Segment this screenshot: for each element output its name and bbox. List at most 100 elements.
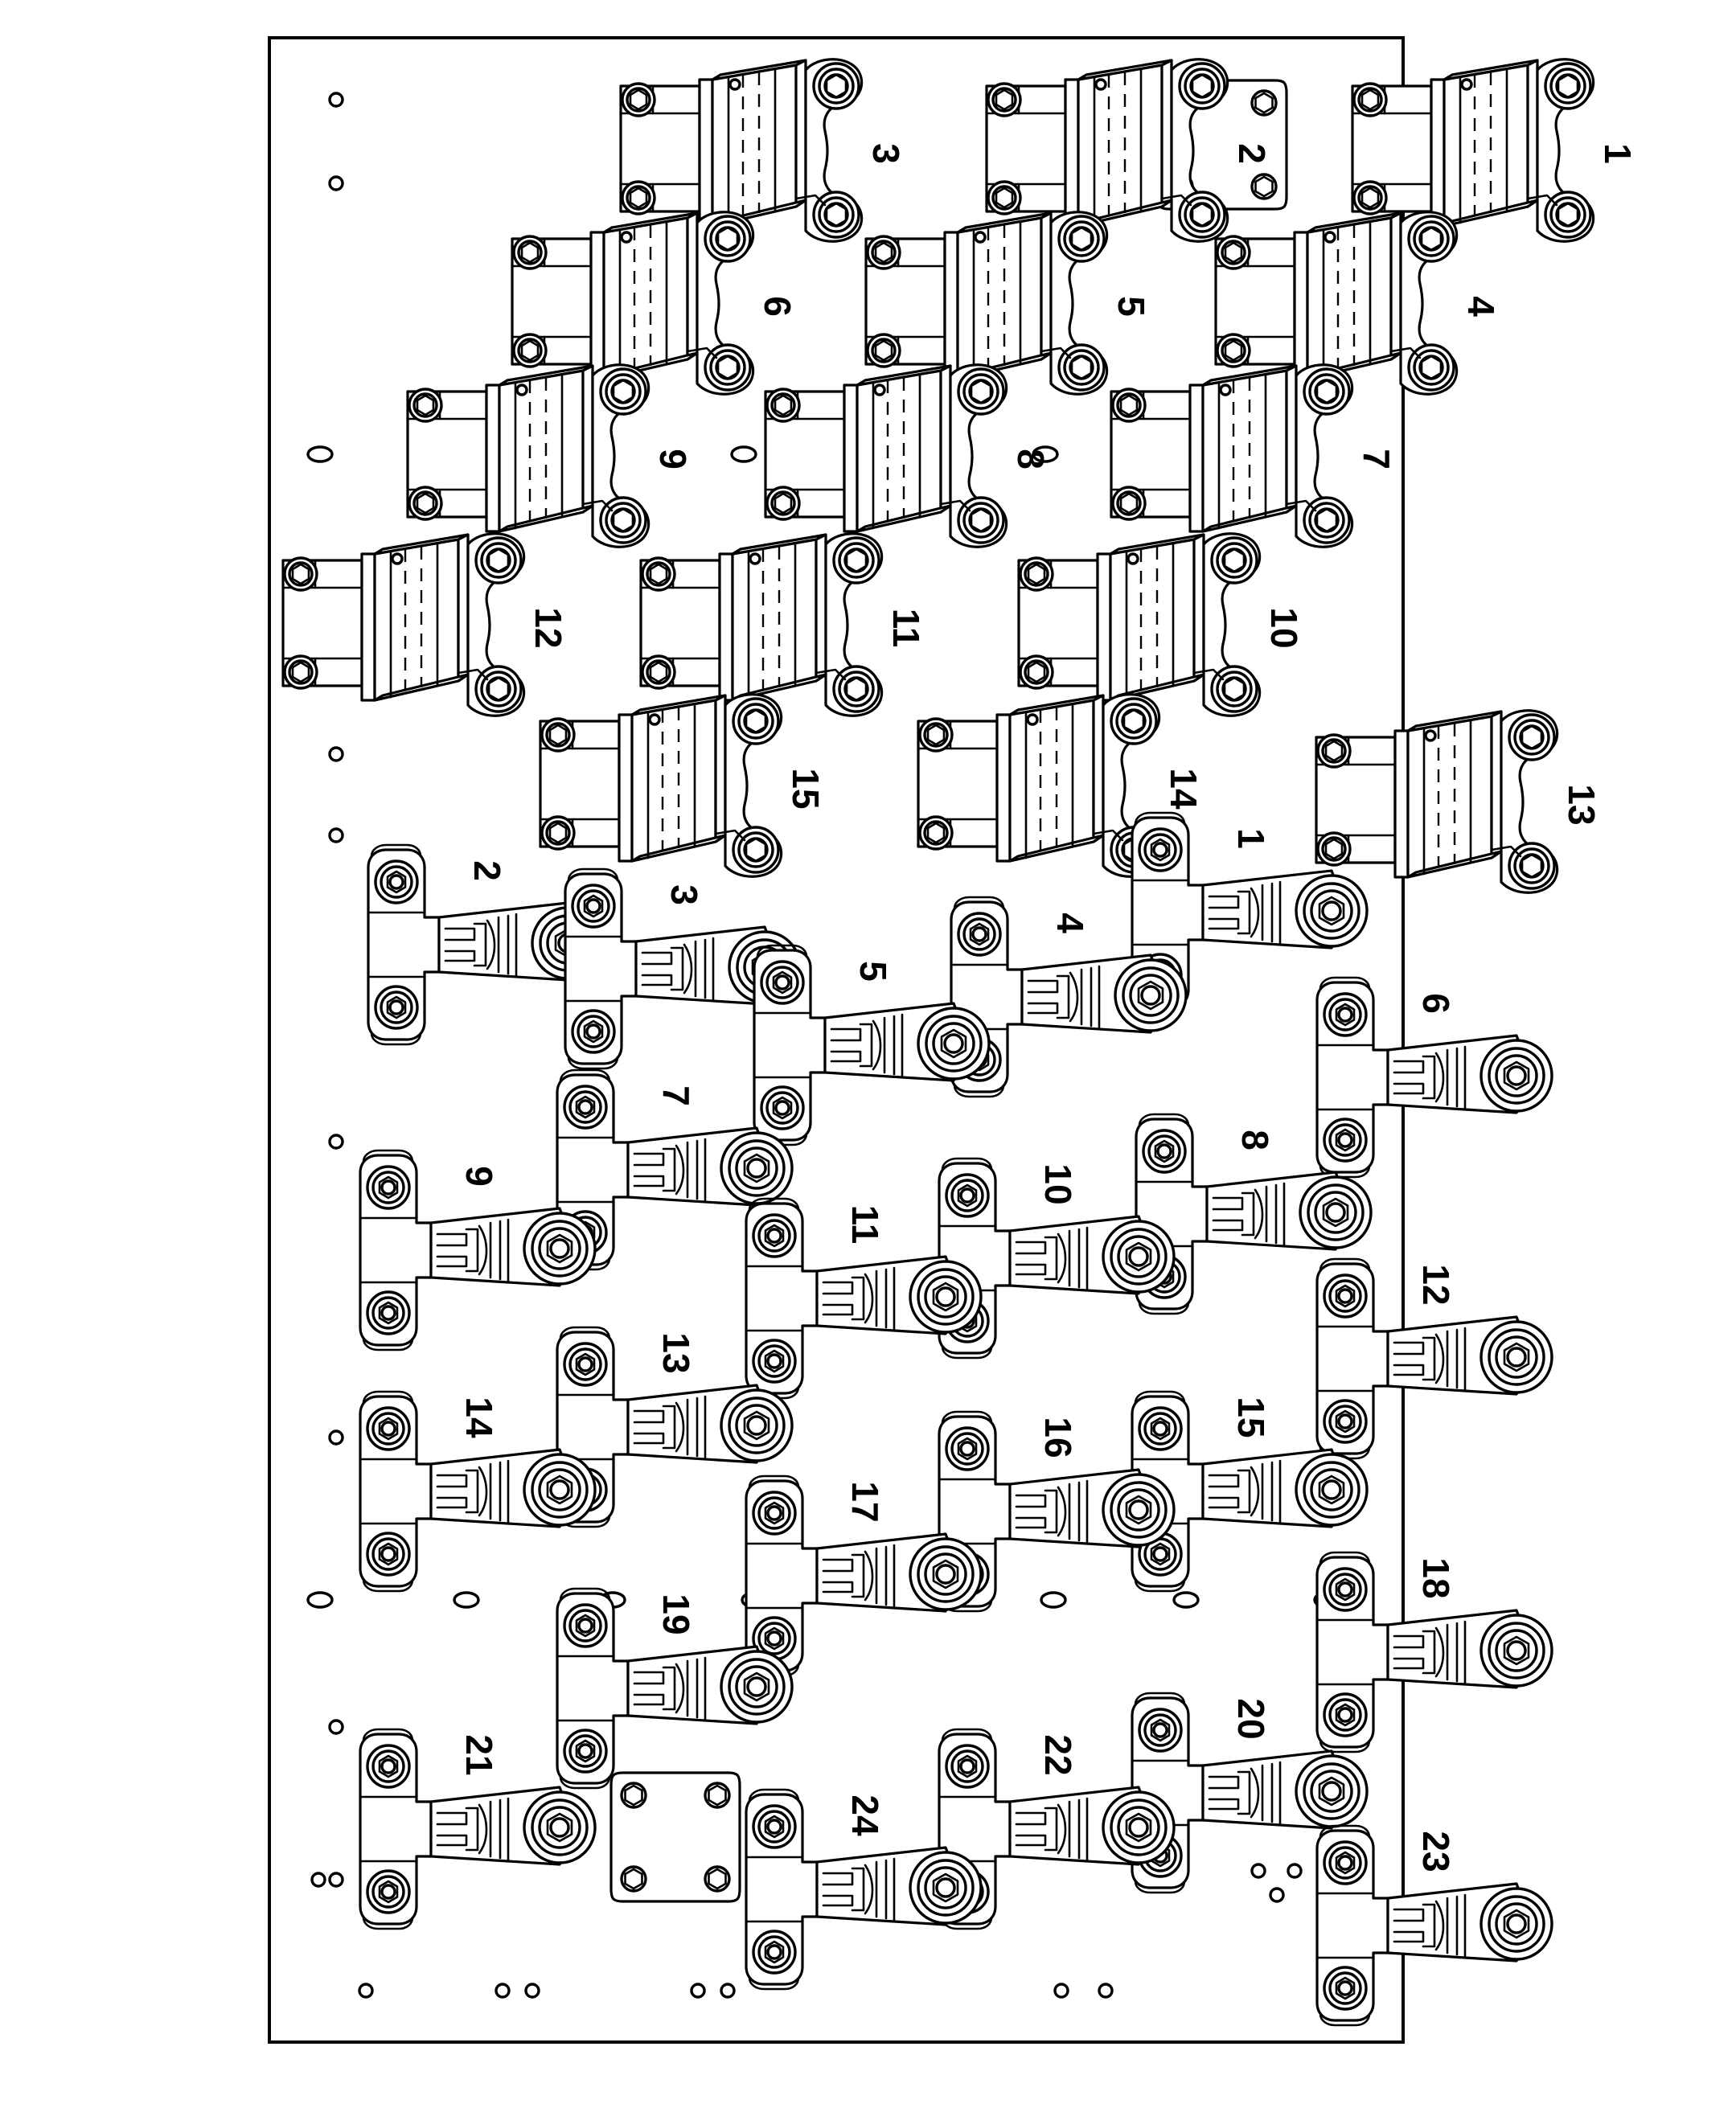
hinge-balloon-label: 10: [1037, 1163, 1079, 1204]
rail-block-bracket[interactable]: 14: [917, 693, 1205, 878]
t-hinge-link[interactable]: 9: [359, 1149, 597, 1351]
bracket-balloon-label: 14: [1163, 768, 1205, 810]
t-hinge-link[interactable]: 7: [556, 1068, 794, 1271]
hinge-balloon-label: 18: [1415, 1557, 1457, 1598]
hinge-balloon-label: 12: [1415, 1264, 1457, 1305]
round-hole: [310, 1872, 326, 1888]
rail-block-bracket[interactable]: 12: [281, 532, 569, 717]
rail-block-bracket[interactable]: 4: [1214, 211, 1502, 396]
rail-block-bracket[interactable]: 13: [1315, 709, 1603, 894]
bracket-balloon-label: 12: [527, 607, 569, 648]
t-hinge-link[interactable]: 17: [745, 1474, 983, 1677]
hinge-balloon-label: 22: [1037, 1734, 1079, 1775]
round-hole: [328, 175, 344, 191]
round-hole: [328, 1134, 344, 1150]
t-hinge-link[interactable]: 4: [950, 896, 1188, 1098]
hinge-balloon-label: 9: [458, 1166, 500, 1187]
rail-block-bracket[interactable]: 3: [619, 58, 907, 243]
hinge-balloon-label: 7: [655, 1085, 697, 1106]
bracket-balloon-label: 13: [1561, 784, 1603, 825]
t-hinge-link[interactable]: 18: [1315, 1551, 1553, 1753]
round-hole: [358, 1983, 374, 1999]
bracket-balloon-label: 3: [865, 143, 907, 164]
t-hinge-link[interactable]: 2: [367, 843, 605, 1046]
hinge-balloon-label: 14: [458, 1397, 500, 1438]
t-hinge-link[interactable]: 14: [359, 1390, 597, 1593]
bracket-balloon-label: 1: [1597, 143, 1639, 164]
round-hole: [690, 1983, 706, 1999]
t-hinge-link[interactable]: 8: [1135, 1113, 1373, 1315]
round-hole: [328, 1872, 344, 1888]
t-hinge-link[interactable]: 1: [1131, 811, 1369, 1014]
round-hole: [524, 1983, 540, 1999]
slot-hole: [306, 1591, 334, 1609]
t-hinge-link[interactable]: 16: [938, 1410, 1176, 1613]
t-hinge-link[interactable]: 13: [556, 1326, 794, 1528]
t-hinge-link[interactable]: 19: [556, 1587, 794, 1790]
hinge-balloon-label: 11: [844, 1205, 886, 1245]
bracket-balloon-label: 2: [1231, 143, 1273, 164]
round-hole: [1053, 1983, 1069, 1999]
hinge-balloon-label: 1: [1230, 828, 1272, 849]
hinge-balloon-label: 19: [655, 1593, 697, 1634]
hinge-balloon-label: 16: [1037, 1417, 1079, 1458]
hinge-balloon-label: 13: [655, 1332, 697, 1373]
hinge-balloon-label: 20: [1230, 1698, 1272, 1739]
hinge-balloon-label: 2: [466, 860, 508, 881]
t-hinge-link[interactable]: 15: [1131, 1390, 1369, 1593]
bracket-balloon-label: 7: [1356, 449, 1397, 470]
round-hole: [1250, 1863, 1266, 1879]
hinge-balloon-label: 8: [1234, 1130, 1276, 1150]
slot-hole: [1172, 1591, 1200, 1609]
rail-block-bracket[interactable]: 9: [406, 363, 694, 548]
t-hinge-link[interactable]: 5: [753, 944, 991, 1146]
slot-hole: [306, 445, 334, 463]
round-hole: [495, 1983, 511, 1999]
t-hinge-link[interactable]: 23: [1315, 1824, 1553, 2027]
slot-hole: [453, 1591, 480, 1609]
slot-hole: [730, 445, 757, 463]
rail-block-bracket[interactable]: 7: [1110, 363, 1397, 548]
t-hinge-link[interactable]: 11: [745, 1197, 983, 1400]
round-hole: [1269, 1887, 1285, 1903]
bracket-balloon-label: 9: [652, 449, 694, 470]
rail-block-bracket[interactable]: 6: [511, 211, 798, 396]
round-hole: [1098, 1983, 1114, 1999]
t-hinge-link[interactable]: 10: [938, 1157, 1176, 1360]
rail-block-bracket[interactable]: 15: [539, 693, 827, 878]
rail-block-bracket[interactable]: 2: [985, 58, 1273, 243]
t-hinge-link[interactable]: 20: [1131, 1692, 1369, 1894]
hinge-balloon-label: 21: [458, 1734, 500, 1775]
drawing-border-frame: [268, 36, 1405, 2044]
slot-hole: [1032, 445, 1059, 463]
round-hole: [328, 1719, 344, 1735]
t-hinge-link[interactable]: 21: [359, 1728, 597, 1930]
t-hinge-link[interactable]: 3: [564, 867, 802, 1070]
hinge-balloon-label: 24: [844, 1794, 886, 1836]
rail-block-bracket[interactable]: 11: [639, 532, 927, 717]
slot-hole: [1040, 1591, 1067, 1609]
round-hole: [720, 1983, 736, 1999]
round-hole: [1287, 1863, 1303, 1879]
square-cover-plate[interactable]: [609, 1771, 741, 1903]
rail-block-bracket[interactable]: 5: [864, 211, 1152, 396]
bracket-balloon-label: 11: [885, 609, 927, 648]
rail-block-bracket[interactable]: 10: [1017, 532, 1305, 717]
t-hinge-link[interactable]: 24: [745, 1788, 983, 1991]
hinge-balloon-label: 15: [1230, 1397, 1272, 1438]
hinge-balloon-label: 23: [1415, 1831, 1457, 1872]
bracket-balloon-label: 15: [785, 768, 827, 809]
t-hinge-link[interactable]: 6: [1315, 976, 1553, 1179]
hinge-balloon-label: 6: [1415, 993, 1457, 1014]
round-hole: [328, 1429, 344, 1446]
rail-block-bracket[interactable]: 8: [764, 363, 1052, 548]
round-hole: [328, 92, 344, 108]
rail-block-bracket[interactable]: 1: [1351, 58, 1639, 243]
bracket-balloon-label: 6: [757, 296, 798, 317]
t-hinge-link[interactable]: 22: [938, 1728, 1176, 1930]
hinge-balloon-label: 5: [852, 961, 894, 982]
t-hinge-link[interactable]: 12: [1315, 1257, 1553, 1460]
